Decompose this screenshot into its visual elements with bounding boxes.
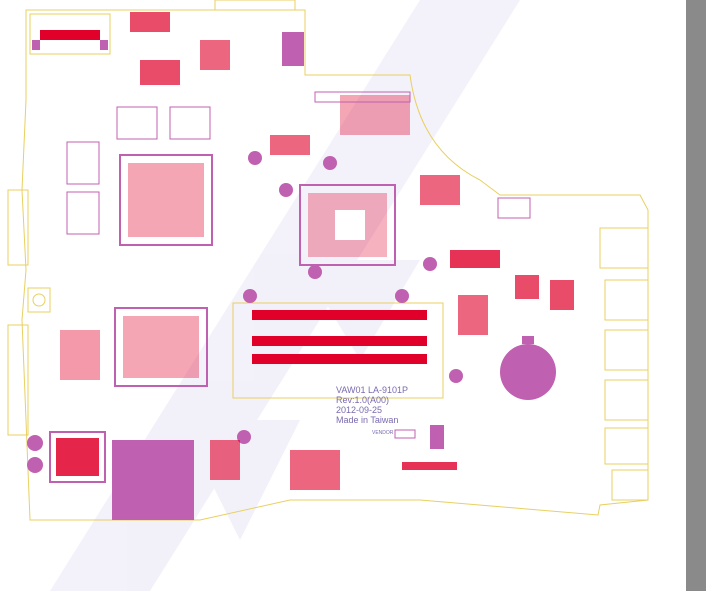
top-inductor: [282, 32, 304, 66]
gpu-bga: [119, 154, 213, 246]
memory-chips-top: [66, 106, 211, 235]
board-origin: Made in Taiwan: [336, 415, 399, 425]
top-left-connector: [29, 13, 111, 55]
ec-chip: [49, 431, 106, 483]
component-clusters: [60, 12, 574, 490]
right-gray-panel: [686, 0, 706, 591]
cpu-socket: [299, 184, 396, 266]
left-connectors: [7, 189, 51, 436]
board-outline: [21, 9, 649, 521]
board-date: 2012-09-25: [336, 405, 383, 415]
top-connector: [214, 0, 296, 11]
vendor-label: VENDOR: [372, 430, 394, 436]
mounting-holes: [27, 151, 463, 473]
board-silkscreen: VAW01 LA-9101P Rev:1.0(A00) 2012-09-25 M…: [336, 385, 408, 425]
board-revision: Rev:1.0(A00): [336, 395, 390, 405]
board-model-line: VAW01 LA-9101P: [336, 385, 409, 395]
pch-bga: [114, 307, 208, 387]
right-ports: [599, 227, 649, 501]
coin-battery: [500, 336, 556, 400]
pcb-layout: [7, 0, 649, 591]
large-pad: [112, 440, 194, 520]
audio-jack: [32, 293, 46, 307]
dimm-slots: [232, 302, 444, 399]
